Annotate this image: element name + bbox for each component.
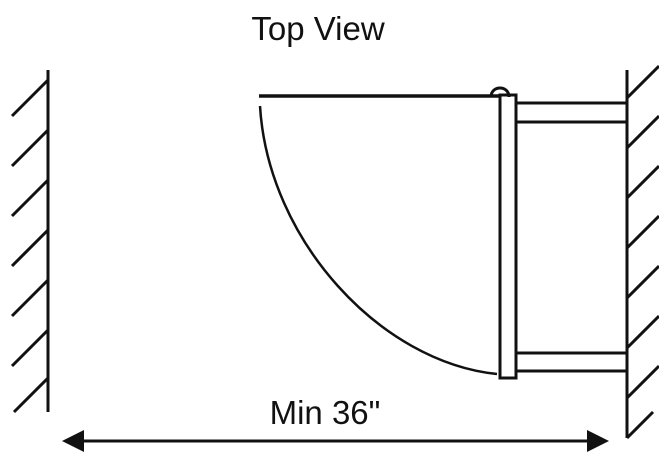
left-wall (10, 70, 50, 414)
left-arrowhead (62, 430, 84, 452)
cabinet-body (514, 101, 629, 373)
cabinet-unit (489, 86, 629, 380)
cabinet-door-frame (498, 93, 518, 380)
left-wall-hatching (10, 78, 50, 414)
right-wall (625, 64, 659, 440)
right-arrowhead (587, 430, 609, 452)
dimension-line (62, 430, 609, 452)
right-wall-hatching (625, 64, 659, 440)
dimension-label: Min 36" (270, 394, 381, 431)
door-swing-arc (258, 105, 498, 376)
diagram-title: Top View (251, 10, 384, 47)
